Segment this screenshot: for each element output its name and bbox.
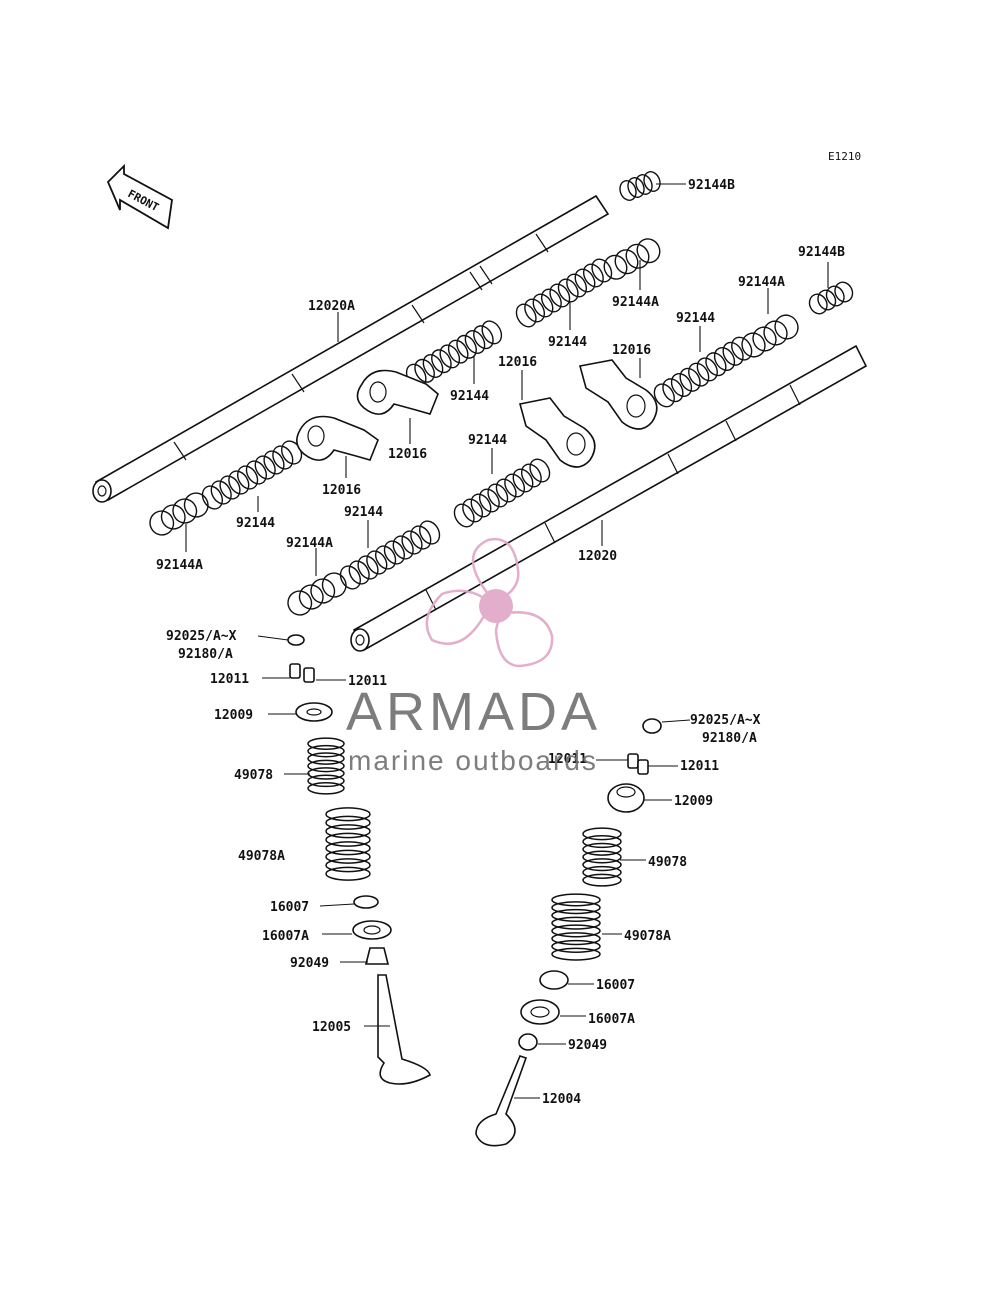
label-16007-right: 16007 <box>596 978 635 993</box>
valve-spring-inner-left <box>307 737 345 795</box>
label-16007A-right: 16007A <box>588 1012 635 1027</box>
label-92049-right: 92049 <box>568 1038 607 1053</box>
rocker-shaft-12020a <box>92 194 610 503</box>
retainer-left <box>295 702 333 722</box>
spring-92144-a <box>515 258 613 328</box>
spring-92144B-top <box>619 171 661 201</box>
label-49078-left: 49078 <box>234 768 273 783</box>
watermark-brand: ARMADA <box>346 682 601 742</box>
label-92144B-right: 92144B <box>798 245 845 260</box>
spring-92144A-l1 <box>149 492 209 536</box>
label-12005: 12005 <box>312 1020 351 1035</box>
label-12020A: 12020A <box>308 299 355 314</box>
label-12016-c: 12016 <box>388 447 427 462</box>
label-12009-right: 12009 <box>674 794 713 809</box>
label-92144-a: 92144 <box>548 335 587 350</box>
label-12016-d: 12016 <box>322 483 361 498</box>
label-12011-right1: 12011 <box>548 752 587 767</box>
label-12011-left1: 12011 <box>210 672 249 687</box>
valve-spring-inner-right <box>582 827 622 887</box>
label-92025-right: 92025/A~X <box>690 713 761 728</box>
label-92144A-r2: 92144A <box>738 275 785 290</box>
label-49078A-left: 49078A <box>238 849 285 864</box>
label-12009-left: 12009 <box>214 708 253 723</box>
label-92144A-l1: 92144A <box>156 558 203 573</box>
label-92180-left: 92180/A <box>178 647 233 662</box>
label-49078A-right: 49078A <box>624 929 671 944</box>
label-16007-left: 16007 <box>270 900 309 915</box>
watermark: ARMADA marine outboards <box>346 537 601 776</box>
spring-92144-d <box>453 458 551 528</box>
leader-lines <box>185 183 829 1099</box>
label-49078-right: 49078 <box>648 855 687 870</box>
valve-spring-outer-left <box>325 807 371 881</box>
label-92025-left: 92025/A~X <box>166 629 237 644</box>
part-labels: 92144B 92144B 12020A 92144A 92144A 92144… <box>156 178 845 1107</box>
spring-92144-e <box>201 440 303 510</box>
label-12016-b: 12016 <box>612 343 651 358</box>
propeller-logo-icon <box>425 537 554 668</box>
spring-92144A-r2 <box>741 314 799 358</box>
valve-spring-outer-right <box>551 893 601 961</box>
spring-92144-b <box>653 336 753 408</box>
rocker-arm-c <box>519 397 596 468</box>
label-92144A-l2: 92144A <box>286 536 333 551</box>
label-12020: 12020 <box>578 549 617 564</box>
diagram-code: E1210 <box>828 150 861 163</box>
spring-92144A-l2 <box>287 572 347 616</box>
rocker-shaft-12020 <box>350 344 868 652</box>
cotter-left <box>287 634 305 646</box>
rocker-arm-b <box>356 369 439 415</box>
watermark-tagline: marine outboards <box>348 745 598 776</box>
label-92049-left: 92049 <box>290 956 329 971</box>
label-92144-b: 92144 <box>676 311 715 326</box>
label-92180-right: 92180/A <box>702 731 757 746</box>
spring-92144-f <box>339 520 441 590</box>
label-12011-left2: 12011 <box>348 674 387 689</box>
spring-92144A-r1 <box>603 238 661 280</box>
left-valve-assembly <box>287 634 431 1085</box>
rocker-arm-a <box>296 415 379 461</box>
spring-92144-c <box>405 320 503 388</box>
label-92144-e: 92144 <box>236 516 275 531</box>
label-12004: 12004 <box>542 1092 581 1107</box>
label-92144A-r1: 92144A <box>612 295 659 310</box>
label-12016-a: 12016 <box>498 355 537 370</box>
front-arrow-icon: FRONT <box>106 163 173 230</box>
right-valve-assembly <box>475 718 662 1147</box>
label-92144-f: 92144 <box>344 505 383 520</box>
label-92144-c: 92144 <box>450 389 489 404</box>
label-92144-d: 92144 <box>468 433 507 448</box>
label-12011-right2: 12011 <box>680 759 719 774</box>
rocker-arm-d <box>578 359 658 430</box>
label-92144B-top: 92144B <box>688 178 735 193</box>
spring-92144B-right <box>808 281 854 315</box>
label-16007A-left: 16007A <box>262 929 309 944</box>
